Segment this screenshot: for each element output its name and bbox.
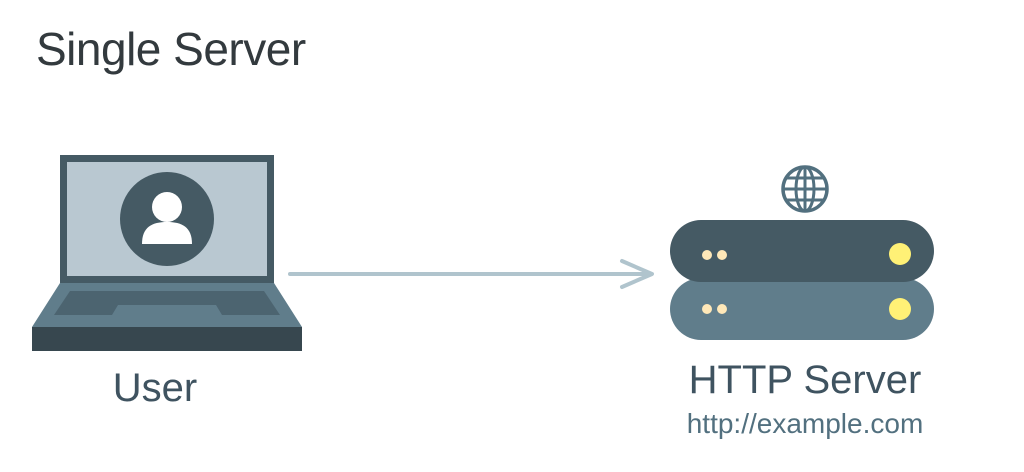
server-node (670, 220, 938, 347)
connection-arrow (286, 256, 658, 297)
arrow-right-icon (288, 259, 654, 289)
laptop-user-icon (32, 155, 302, 351)
user-node (30, 155, 305, 360)
diagram-title: Single Server (36, 23, 306, 75)
user-label: User (112, 366, 198, 410)
server-stack-icon (670, 220, 934, 340)
server-label: HTTP Server (688, 358, 922, 402)
globe-icon (781, 165, 829, 213)
server-url: http://example.com (686, 408, 924, 439)
globe-node (779, 163, 831, 220)
